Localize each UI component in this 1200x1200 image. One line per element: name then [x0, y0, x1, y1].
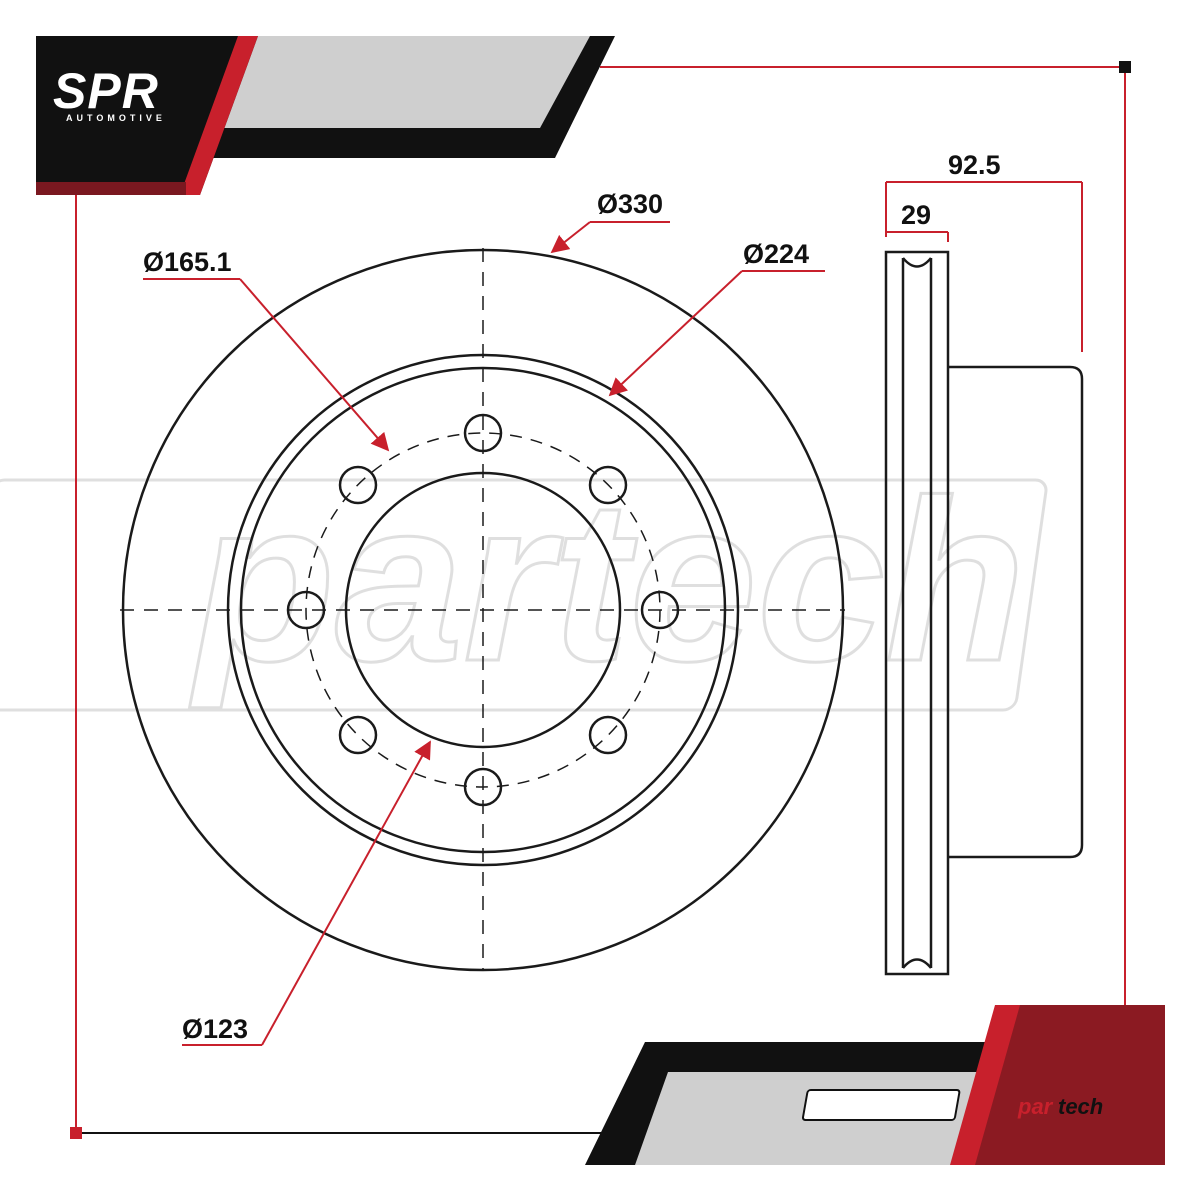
brake-disc-front-view — [120, 248, 845, 972]
bolt-circle — [305, 432, 661, 788]
inner-ring-inner — [239, 366, 727, 854]
label-bolt-circle: Ø165.1 — [143, 247, 232, 277]
watermark: partech — [0, 451, 1048, 712]
label-inner-ring: Ø224 — [743, 239, 809, 269]
label-thickness: 29 — [901, 200, 931, 230]
brake-disc-side-profile — [884, 250, 1084, 976]
header-band — [36, 36, 615, 195]
inner-ring-outer — [226, 353, 740, 867]
spr-logo-sub: AUTOMOTIVE — [66, 113, 166, 123]
partech-logo-left: par — [1017, 1094, 1054, 1119]
outer-diameter-circle — [121, 248, 845, 972]
label-center-bore: Ø123 — [182, 1014, 248, 1044]
frame-lines — [70, 61, 1131, 1139]
partech-logo: par tech — [801, 1089, 1103, 1121]
partech-logo-right: tech — [1058, 1094, 1103, 1119]
label-outer-diameter: Ø330 — [597, 189, 663, 219]
bolt-holes — [286, 413, 680, 807]
spr-logo: SPR AUTOMOTIVE — [53, 63, 166, 123]
spr-logo-main: SPR — [53, 63, 159, 119]
dimension-labels: Ø330 Ø165.1 Ø224 Ø123 92.5 29 — [143, 150, 1001, 1044]
footer-band — [585, 1005, 1165, 1165]
dimension-leaders — [143, 181, 1083, 1046]
center-bore — [344, 471, 622, 749]
label-total-height: 92.5 — [948, 150, 1001, 180]
